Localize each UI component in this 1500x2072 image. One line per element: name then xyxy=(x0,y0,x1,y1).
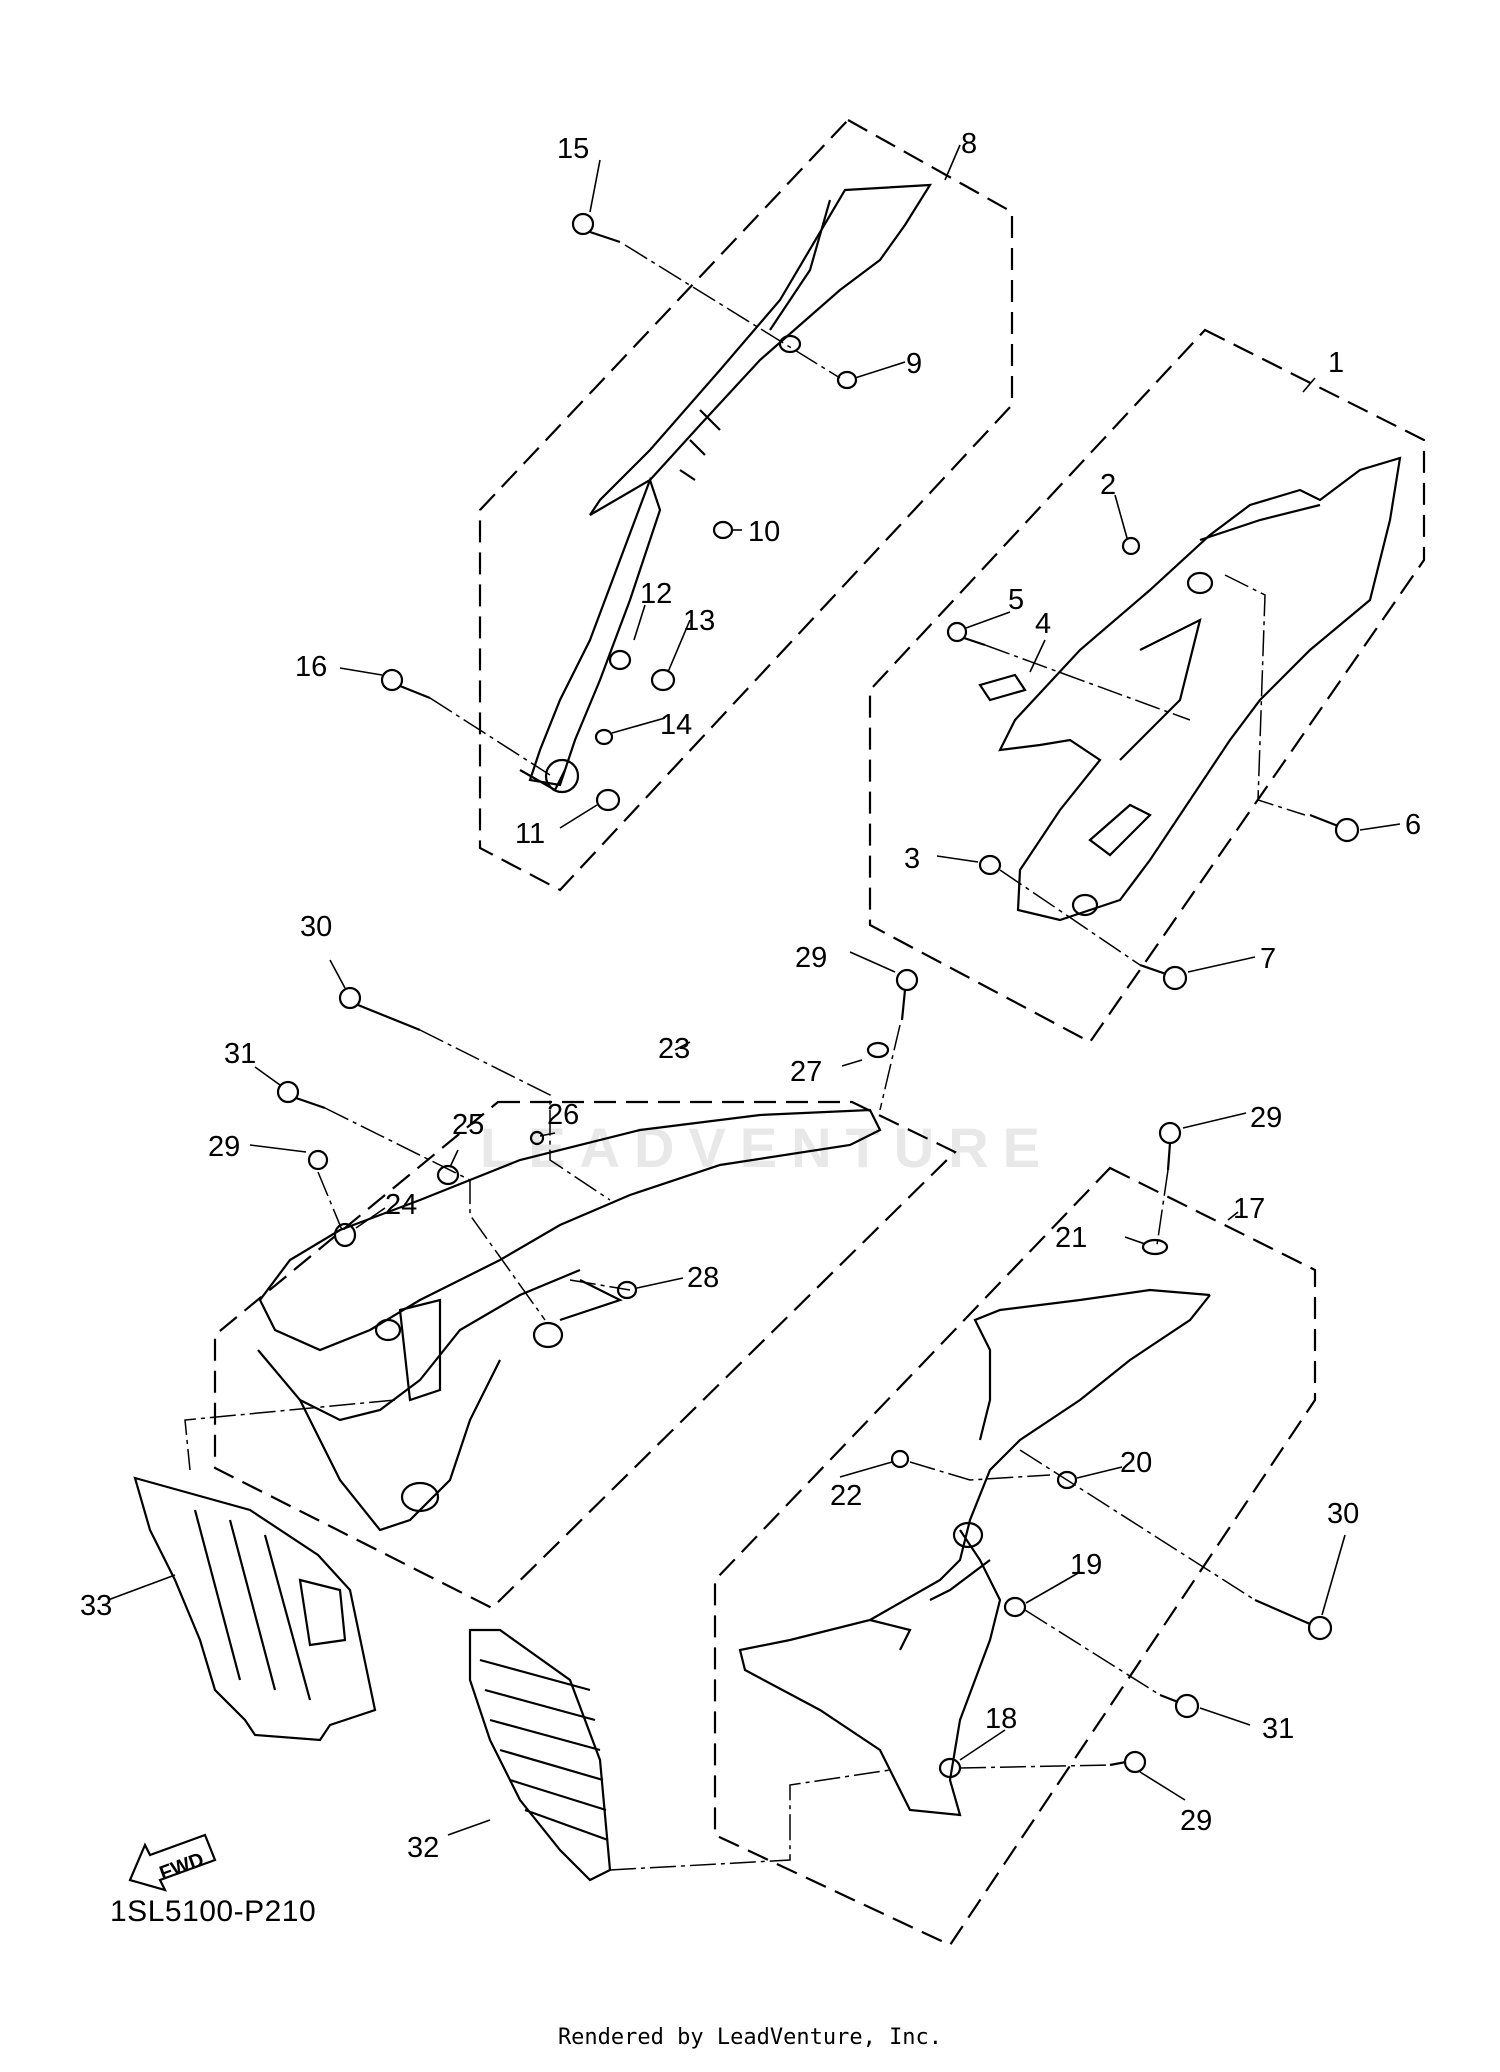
part-23-bracket xyxy=(257,1108,882,1532)
callout-labels: 1 2 3 4 5 6 7 8 9 10 11 12 13 14 15 16 1… xyxy=(80,128,1421,1864)
callout-29-top: 29 xyxy=(795,942,827,974)
callout-20: 20 xyxy=(1120,1447,1152,1479)
callout-17: 17 xyxy=(1233,1193,1265,1225)
callout-10: 10 xyxy=(748,516,780,548)
callout-31-left: 31 xyxy=(224,1038,256,1070)
callout-30-right: 30 xyxy=(1327,1498,1359,1530)
diagram-code: 1SL5100-P210 xyxy=(110,1895,317,1928)
group-box-23 xyxy=(213,1100,957,1610)
part-32-grille xyxy=(468,1628,612,1882)
callout-2: 2 xyxy=(1100,469,1116,501)
hardware xyxy=(276,212,1360,1779)
callout-15: 15 xyxy=(557,133,589,165)
callout-29-left: 29 xyxy=(208,1131,240,1163)
assembly-lines xyxy=(184,244,1306,1871)
callout-7: 7 xyxy=(1260,943,1276,975)
callout-33: 33 xyxy=(80,1590,112,1622)
callout-28: 28 xyxy=(687,1262,719,1294)
callout-31-right: 31 xyxy=(1262,1713,1294,1745)
part-8-tank-shroud xyxy=(519,183,933,794)
group-boxes xyxy=(213,118,1426,1947)
callout-24: 24 xyxy=(385,1189,417,1221)
callout-4: 4 xyxy=(1035,608,1051,640)
leader-lines xyxy=(107,144,1401,1836)
callout-30-left: 30 xyxy=(300,911,332,943)
callout-14: 14 xyxy=(660,709,692,741)
callout-29-bottom: 29 xyxy=(1180,1805,1212,1837)
callout-1: 1 xyxy=(1328,347,1344,379)
callout-12: 12 xyxy=(640,578,672,610)
callout-3: 3 xyxy=(904,843,920,875)
part-33-grille xyxy=(133,1476,377,1742)
callout-16: 16 xyxy=(295,651,327,683)
callout-11: 11 xyxy=(515,818,545,850)
fwd-label: FWD xyxy=(157,1849,207,1885)
group-box-17 xyxy=(713,1166,1317,1947)
callout-29-right: 29 xyxy=(1250,1102,1282,1134)
callout-13: 13 xyxy=(683,605,715,637)
callout-21: 21 xyxy=(1055,1222,1087,1254)
callout-8: 8 xyxy=(961,128,977,160)
part-1-side-cover xyxy=(998,456,1402,922)
callout-9: 9 xyxy=(906,348,922,380)
callout-19: 19 xyxy=(1070,1549,1102,1581)
callout-27: 27 xyxy=(790,1056,822,1088)
group-box-1 xyxy=(868,328,1426,1044)
fwd-arrow-icon xyxy=(128,1833,217,1892)
callout-25: 25 xyxy=(452,1109,484,1141)
callout-22: 22 xyxy=(830,1480,862,1512)
callout-23: 23 xyxy=(658,1033,690,1065)
part-17-lower-shroud xyxy=(738,1288,1211,1817)
group-box-8 xyxy=(478,118,1014,892)
callout-5: 5 xyxy=(1008,584,1024,616)
callout-18: 18 xyxy=(985,1703,1017,1735)
callout-26: 26 xyxy=(547,1099,579,1131)
footer-credit: Rendered by LeadVenture, Inc. xyxy=(557,2025,943,2050)
callout-6: 6 xyxy=(1405,809,1421,841)
callout-32: 32 xyxy=(407,1832,439,1864)
